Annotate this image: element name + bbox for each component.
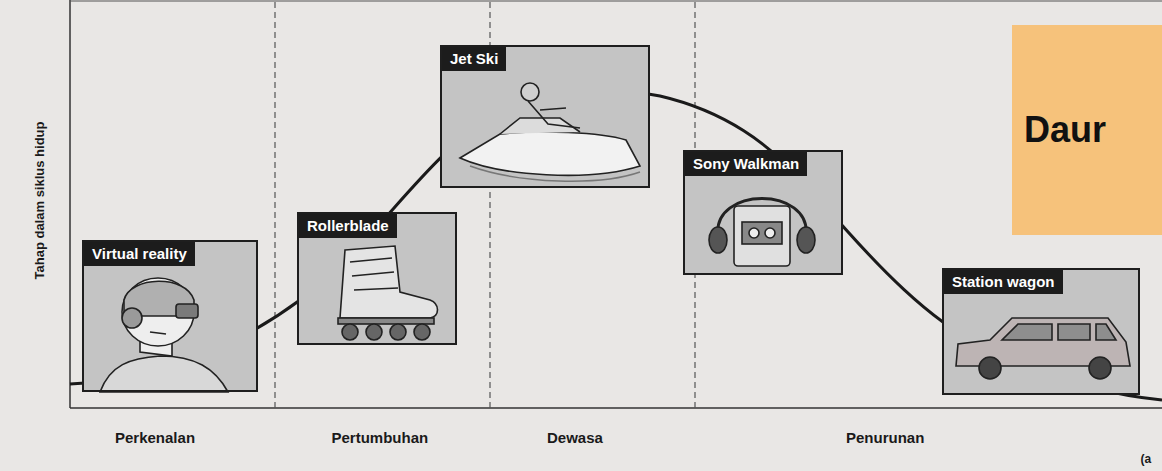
product-name: Jet Ski bbox=[442, 47, 506, 71]
stage-label: Dewasa bbox=[547, 429, 603, 446]
panel-title: Daur bbox=[1012, 109, 1106, 151]
picture-ground bbox=[942, 268, 1140, 395]
product-box: Sony Walkman bbox=[683, 150, 843, 275]
picture-ground bbox=[683, 150, 843, 275]
product-box: Rollerblade bbox=[297, 212, 457, 345]
picture-ground bbox=[440, 45, 650, 188]
frame-top bbox=[70, 1, 1162, 2]
product-box: Station wagon bbox=[942, 268, 1140, 395]
station-wagon-illustration bbox=[956, 318, 1130, 379]
stage-divider bbox=[274, 2, 275, 408]
rollerblade-illustration bbox=[338, 246, 438, 340]
source-note: (a bbox=[1141, 452, 1152, 466]
title-panel: Daur bbox=[1012, 25, 1162, 235]
stage-label: Penurunan bbox=[846, 429, 924, 446]
walkman-illustration bbox=[709, 199, 815, 267]
product-name: Virtual reality bbox=[84, 242, 195, 266]
y-axis bbox=[69, 0, 71, 408]
product-name: Station wagon bbox=[944, 270, 1063, 294]
picture-ground bbox=[82, 240, 258, 392]
picture-ground bbox=[297, 212, 457, 345]
axis-title: Tahap dalam siklus hidup bbox=[32, 121, 47, 279]
vr-illustration bbox=[100, 278, 228, 392]
product-name: Sony Walkman bbox=[685, 152, 807, 176]
jet-ski-illustration bbox=[460, 83, 640, 181]
stage-label: Perkenalan bbox=[115, 429, 195, 446]
x-axis bbox=[70, 407, 1162, 409]
product-box: Virtual reality bbox=[82, 240, 258, 392]
product-name: Rollerblade bbox=[299, 214, 397, 238]
product-box: Jet Ski bbox=[440, 45, 650, 188]
stage-label: Pertumbuhan bbox=[332, 429, 429, 446]
